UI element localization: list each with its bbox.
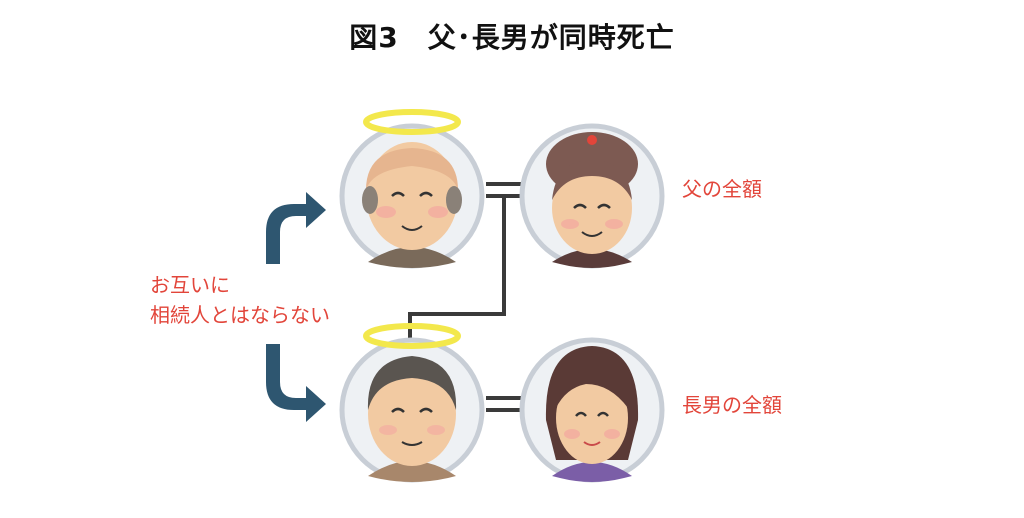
note-line-2: 相続人とはならない xyxy=(150,303,330,327)
page-title: 図3 父･長男が同時死亡 xyxy=(349,21,675,54)
curved-arrow-icon xyxy=(266,344,326,422)
elderly-woman-icon xyxy=(519,123,665,269)
father-spouse-label: 父の全額 xyxy=(682,177,762,201)
elderly-man-icon xyxy=(339,123,485,269)
note-line-1: お互いに xyxy=(150,273,230,297)
marriage-connector-top xyxy=(486,182,522,198)
marriage-connector-bottom xyxy=(486,396,522,412)
mutual-non-heir-note: お互いに 相続人とはならない xyxy=(150,270,330,330)
middle-aged-man-icon xyxy=(339,337,485,483)
son-spouse-label: 長男の全額 xyxy=(682,393,782,417)
angel-halo-icon xyxy=(363,323,461,349)
middle-aged-woman-icon xyxy=(519,337,665,483)
curved-arrow-icon xyxy=(266,192,326,264)
angel-halo-icon xyxy=(363,109,461,135)
